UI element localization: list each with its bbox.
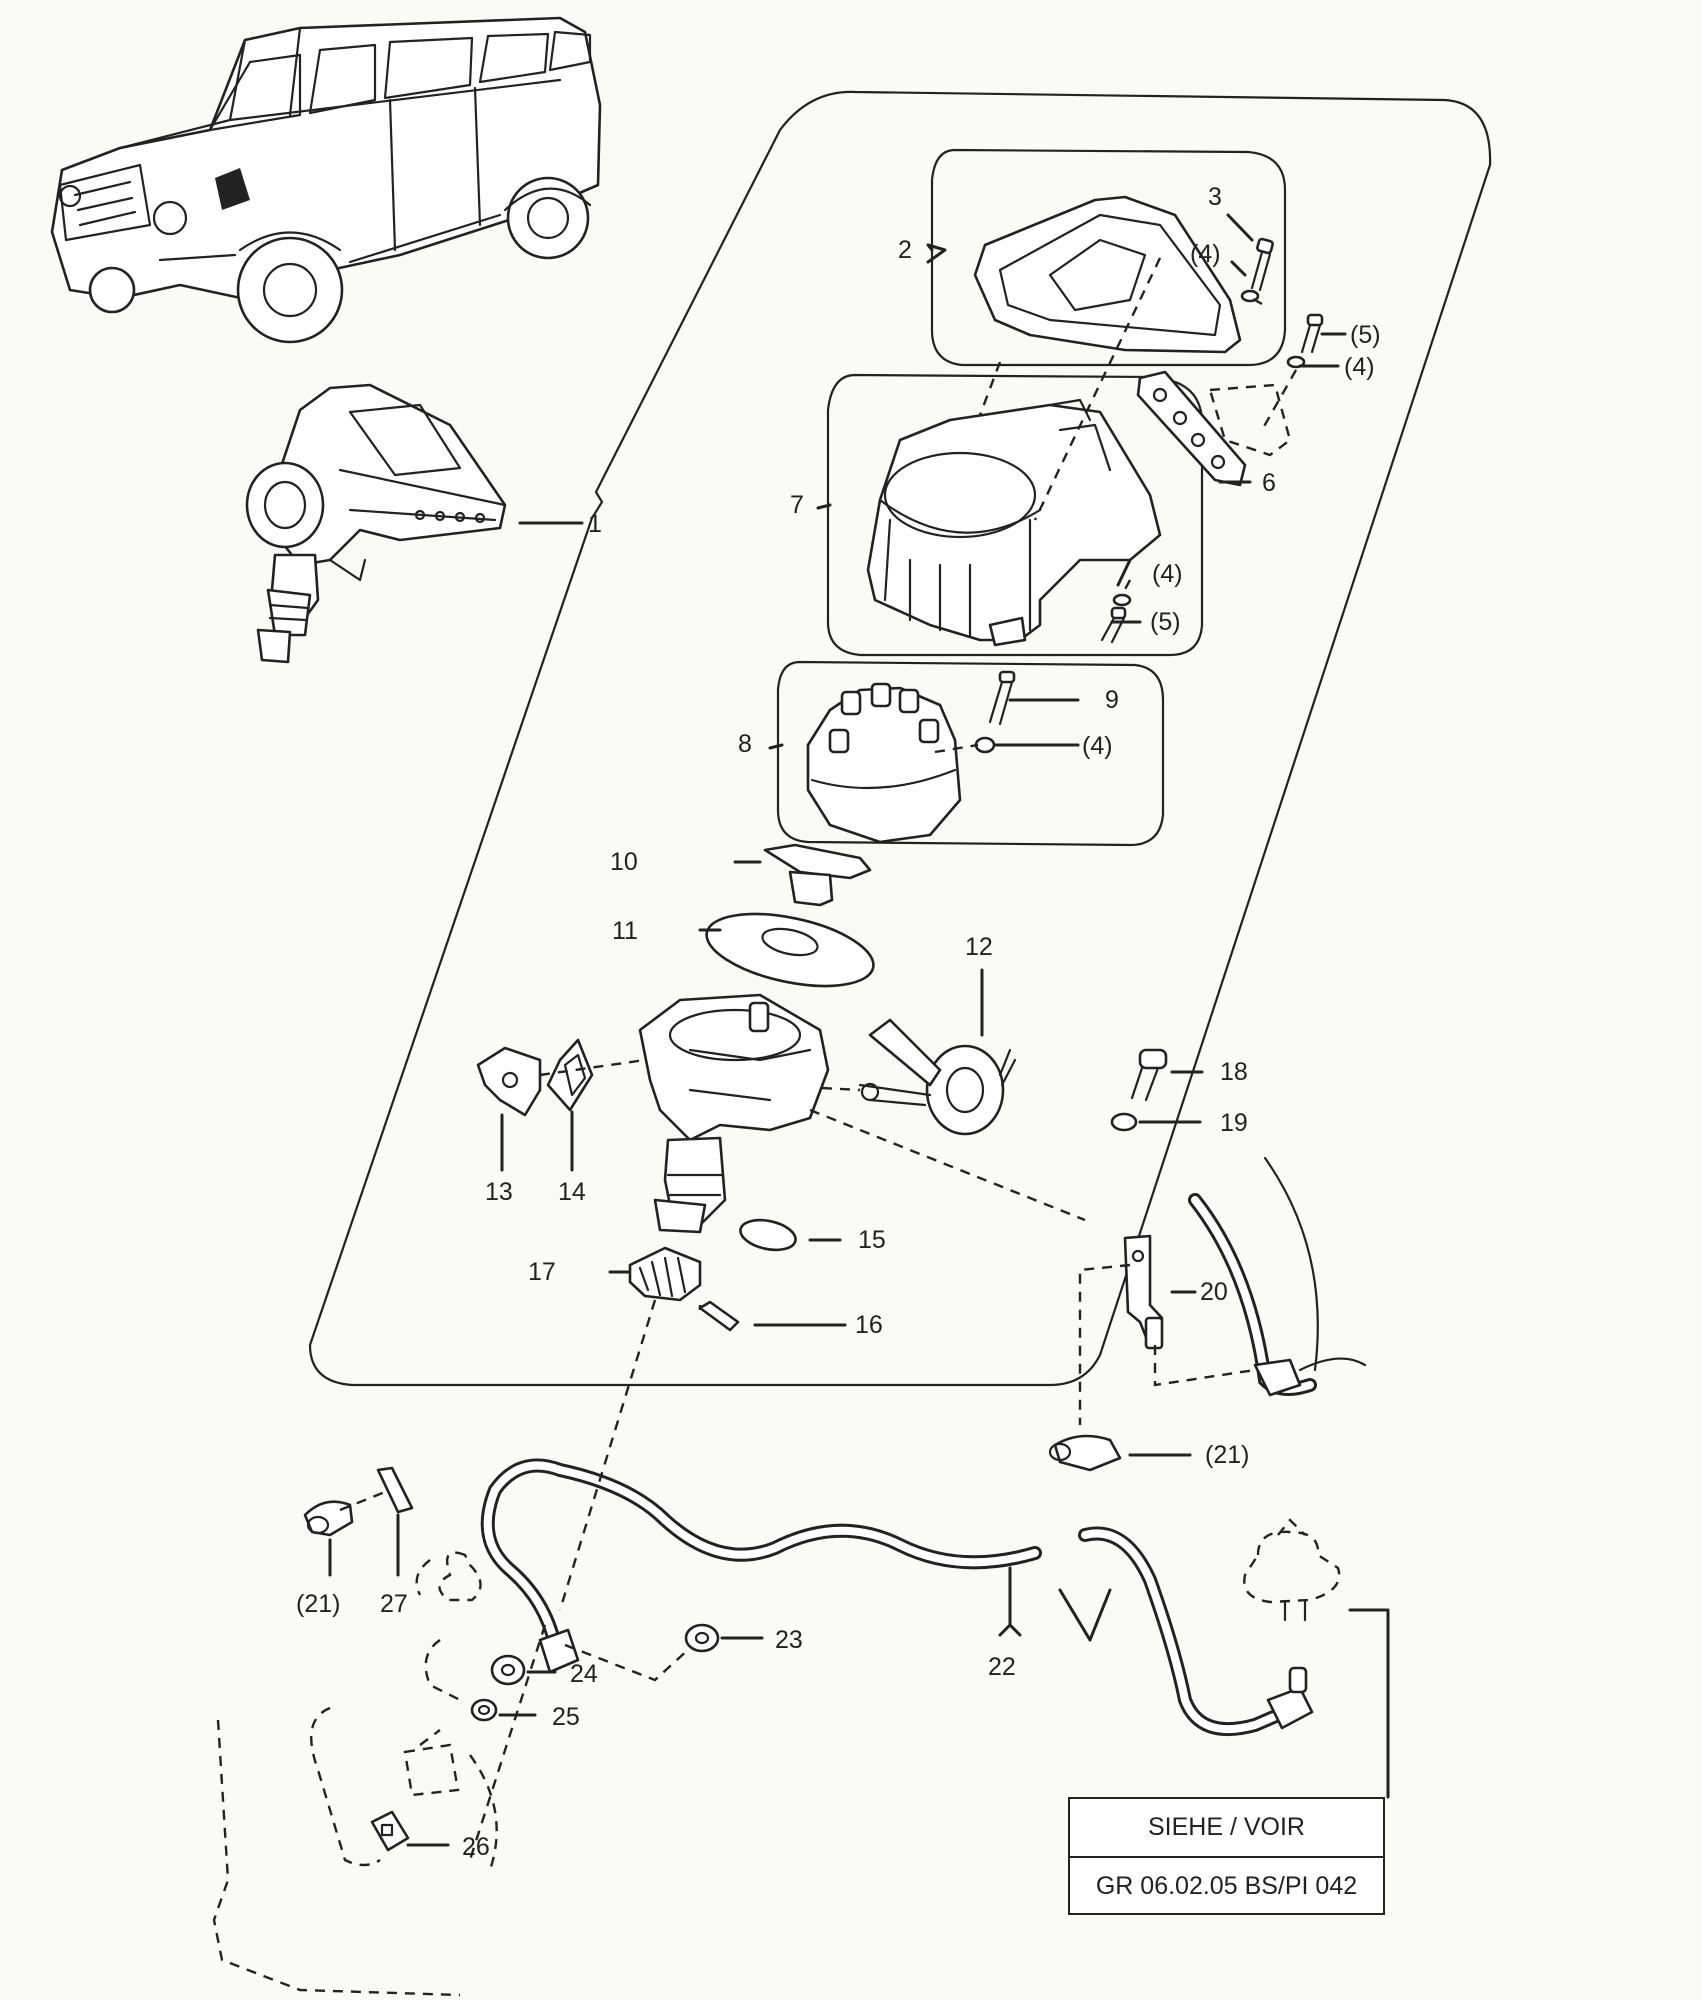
part-14-plate (546, 1038, 594, 1112)
callout-2: 2 (898, 236, 912, 264)
callout-26: 26 (462, 1833, 490, 1861)
part-11-dust-shield (705, 912, 875, 988)
callout-6: 6 (1262, 469, 1276, 497)
callout-20: 20 (1200, 1278, 1228, 1306)
callout-21-right: (21) (1205, 1441, 1249, 1469)
sensor-reference-part (1243, 1518, 1341, 1622)
part-8-distributor-cap (806, 682, 962, 844)
callout-4-a: (4) (1190, 240, 1221, 268)
part-22-vacuum-hose (480, 1458, 1314, 1737)
part-25-washer (470, 1698, 498, 1722)
part-19-washer (1110, 1112, 1138, 1132)
part-15-o-ring (739, 1218, 797, 1252)
callout-1: 1 (588, 510, 602, 538)
part-26-clip (370, 1810, 410, 1852)
callout-17: 17 (528, 1258, 556, 1286)
callout-22: 22 (988, 1653, 1016, 1681)
callout-7: 7 (790, 491, 804, 519)
callout-27: 27 (380, 1590, 408, 1618)
callout-3: 3 (1208, 183, 1222, 211)
callout-11: 11 (612, 917, 638, 945)
part-10-rotor (763, 843, 872, 907)
part-27-bracket (376, 1466, 414, 1514)
part-24-nut (490, 1654, 526, 1686)
subframe-cover (930, 148, 1287, 367)
callout-18: 18 (1220, 1058, 1248, 1086)
part-3-screw (1240, 237, 1274, 303)
distributor-body (638, 993, 830, 1234)
part-5-screw-lower (1100, 593, 1132, 644)
callout-16: 16 (855, 1311, 883, 1339)
part-6-connector-plate (1136, 370, 1292, 487)
callout-8: 8 (738, 730, 752, 758)
callout-14: 14 (558, 1178, 586, 1206)
part-12-vacuum-unit (858, 1018, 1017, 1136)
callout-10: 10 (610, 848, 638, 876)
callout-13: 13 (485, 1178, 513, 1206)
assembled-distributor (245, 383, 507, 664)
assembly-guide-lines (212, 257, 1298, 1997)
callout-4-c: (4) (1152, 560, 1183, 588)
part-17-drive-gear (628, 1246, 702, 1302)
assembly-frame (308, 90, 1492, 1387)
callout-21-left: (21) (296, 1590, 340, 1618)
callout-25: 25 (552, 1703, 580, 1731)
part-5-screw-upper (1286, 313, 1324, 369)
part-23-nut (684, 1623, 720, 1653)
part-21-clamp-left (303, 1500, 354, 1537)
callout-labels: 1 2 3 (4) (5) (4) 6 7 (4) (5) 8 9 (4) 10… (296, 183, 1381, 1861)
subframe-cap (776, 660, 1165, 847)
callout-4-d: (4) (1082, 732, 1113, 760)
part-16-pin (698, 1300, 740, 1332)
callout-19: 19 (1220, 1109, 1248, 1137)
reference-line-1: SIEHE / VOIR (1148, 1813, 1305, 1841)
callout-4-b: (4) (1344, 353, 1375, 381)
subframe-housing (826, 373, 1204, 657)
part-21-clamp-right (1048, 1434, 1122, 1472)
callout-5-b: (5) (1150, 608, 1181, 636)
callout-24: 24 (570, 1660, 598, 1688)
vehicle-illustration (50, 16, 602, 344)
part-13-pickup (476, 1046, 542, 1117)
callout-12: 12 (965, 933, 993, 961)
leader-lines (328, 213, 1390, 1847)
part-9-screw (974, 670, 1016, 754)
part-2-cover (973, 195, 1242, 354)
callout-9: 9 (1105, 686, 1119, 714)
part-20-bracket (1123, 1234, 1164, 1350)
part-18-bolt (1130, 1048, 1168, 1102)
reference-line-2: GR 06.02.05 BS/PI 042 (1070, 1856, 1383, 1915)
coolant-pipe (1188, 1156, 1367, 1397)
callout-15: 15 (858, 1226, 886, 1254)
cross-reference-box: SIEHE / VOIR GR 06.02.05 BS/PI 042 (1068, 1797, 1385, 1915)
callout-5-a: (5) (1350, 321, 1381, 349)
callout-23: 23 (775, 1626, 803, 1654)
